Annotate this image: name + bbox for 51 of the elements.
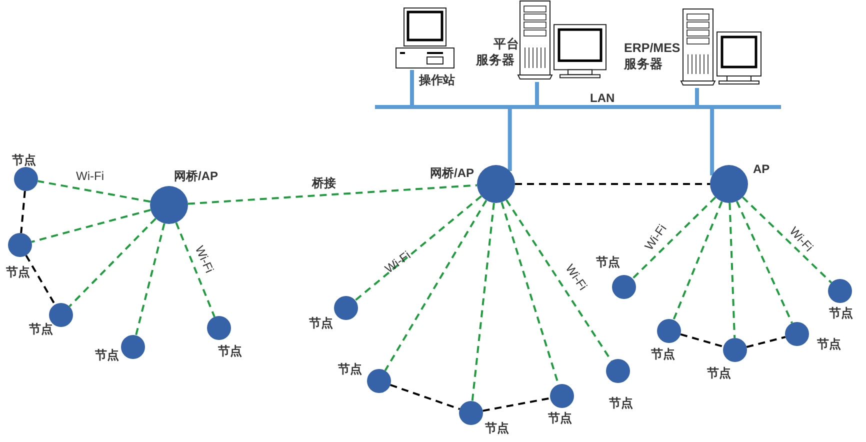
node-label: 平台服务器: [476, 36, 520, 68]
connection-line: [742, 196, 832, 284]
connection-line: [680, 333, 724, 348]
node-label: 操作站: [419, 73, 455, 87]
connection-line: [736, 200, 793, 324]
connection-line: [175, 222, 216, 318]
node-label: 节点: [596, 255, 620, 269]
edge-label: 桥接: [312, 177, 336, 190]
connection-line: [746, 336, 786, 348]
connection-line: [695, 88, 699, 107]
connection-line: [535, 82, 539, 107]
connection-line: [515, 183, 710, 185]
node-label: 节点: [95, 348, 119, 362]
node-label: 网桥/AP: [174, 169, 218, 183]
connection-line: [410, 70, 414, 107]
node-label: 网桥/AP: [430, 166, 474, 180]
connection-line: [508, 107, 512, 171]
node-label: 节点: [485, 421, 509, 435]
node-label: AP: [753, 162, 770, 176]
connection-line: [20, 190, 26, 234]
node-label: 节点: [609, 396, 633, 410]
connection-line: [710, 107, 714, 176]
node-label: 节点: [12, 153, 36, 167]
connection-line: [384, 200, 488, 372]
node-label: 节点: [548, 411, 572, 425]
node-label: 节点: [651, 347, 675, 361]
node-label: 节点: [309, 316, 333, 330]
connection-line: [31, 208, 151, 243]
connection-line: [134, 223, 166, 336]
node-label: 节点: [218, 344, 242, 358]
connection-line: [68, 218, 156, 308]
connection-line: [390, 384, 460, 410]
connection-line: [471, 202, 495, 402]
node-label: 节点: [829, 306, 853, 320]
node-label: LAN: [590, 91, 615, 105]
connection-line: [25, 254, 56, 306]
node-label: 节点: [817, 337, 841, 351]
connection-line: [482, 397, 550, 412]
edge-label: Wi-Fi: [192, 244, 216, 275]
connection-line: [354, 195, 482, 302]
connection-line: [672, 201, 723, 320]
node-label: 节点: [707, 366, 731, 380]
connection-line: [188, 184, 478, 205]
node-label: ERP/MES服务器: [624, 40, 682, 72]
node-label: 节点: [29, 322, 53, 336]
node-label: 节点: [338, 362, 362, 376]
node-label: 节点: [6, 265, 30, 279]
connection-line: [38, 180, 150, 203]
edge-label: Wi-Fi: [76, 170, 104, 183]
connection-line: [632, 196, 716, 280]
connection-line: [728, 202, 736, 338]
